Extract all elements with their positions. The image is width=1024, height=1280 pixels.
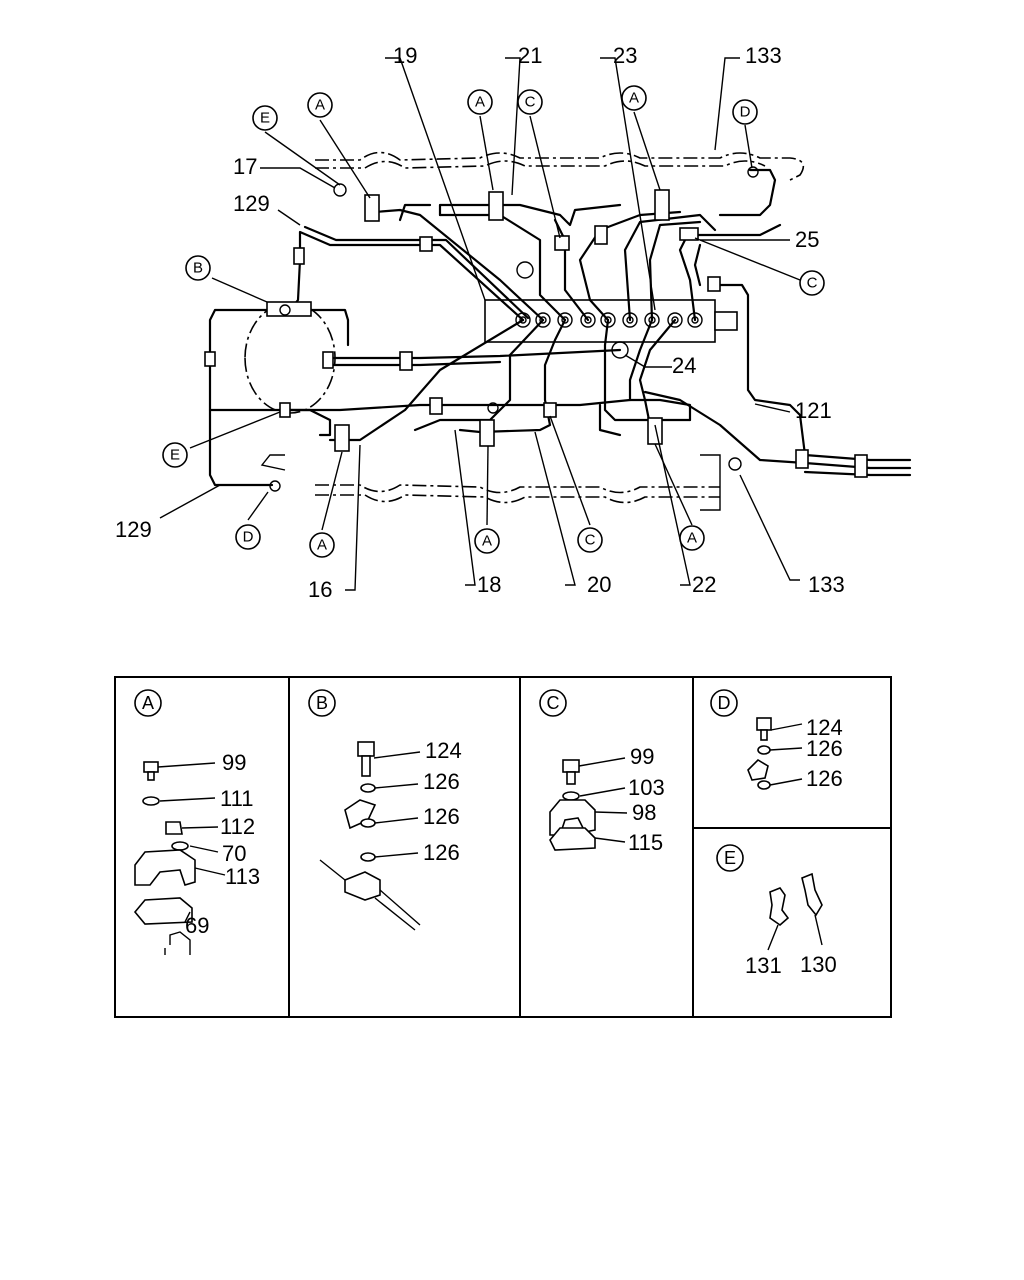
detail-b-part-124: 124 <box>425 738 462 763</box>
label-18: 18 <box>477 572 501 597</box>
detail-e-letter: E <box>724 848 736 868</box>
detail-a-part-69: 69 <box>185 913 209 938</box>
circled-callouts: A E A C A D B C E D A A C A <box>162 85 825 558</box>
detail-box-e: E 131 130 <box>716 844 837 978</box>
detail-e-part-131: 131 <box>745 953 782 978</box>
clamps <box>204 166 868 492</box>
label-129-bottom: 129 <box>115 517 152 542</box>
label-25: 25 <box>795 227 819 252</box>
label-22: 22 <box>692 572 716 597</box>
leader-lines <box>159 57 801 591</box>
label-23: 23 <box>613 43 637 68</box>
detail-d-part-126-2: 126 <box>806 766 843 791</box>
detail-d-part-124: 124 <box>806 715 843 740</box>
injection-pump <box>484 261 738 359</box>
detail-c-part-98: 98 <box>632 800 656 825</box>
callout-c-2: C <box>807 275 818 292</box>
detail-box-a: A 99 111 112 70 113 69 <box>133 689 260 955</box>
fuel-pipes <box>208 168 912 487</box>
callout-e-2: E <box>170 447 180 464</box>
label-17: 17 <box>233 154 257 179</box>
detail-box-b: B 124 126 126 126 <box>308 689 462 931</box>
detail-a-part-99: 99 <box>222 750 246 775</box>
detail-c-letter: C <box>547 693 560 713</box>
callout-a-1: A <box>315 97 325 114</box>
detail-a-part-113: 113 <box>225 864 260 889</box>
label-21: 21 <box>518 43 542 68</box>
detail-b-part-126-3: 126 <box>423 840 460 865</box>
callout-a-3: A <box>629 90 639 107</box>
label-121: 121 <box>795 398 832 423</box>
detail-b-letter: B <box>316 693 328 713</box>
callout-a-2: A <box>475 94 485 111</box>
detail-box-d: D 124 126 126 <box>710 689 843 791</box>
label-24: 24 <box>672 353 696 378</box>
detail-c-part-115: 115 <box>628 830 663 855</box>
detail-b-part-126-1: 126 <box>423 769 460 794</box>
detail-a-letter: A <box>142 693 154 713</box>
callout-d-2: D <box>243 529 254 546</box>
detail-d-letter: D <box>718 693 731 713</box>
callout-a-5: A <box>482 533 492 550</box>
label-133-bottom: 133 <box>808 572 845 597</box>
detail-c-part-103: 103 <box>628 775 665 800</box>
detail-d-part-126-1: 126 <box>806 736 843 761</box>
label-20: 20 <box>587 572 611 597</box>
callout-c-1: C <box>525 94 536 111</box>
label-129-top: 129 <box>233 191 270 216</box>
callout-a-6: A <box>687 530 697 547</box>
main-part-numbers: 19 21 23 133 17 129 25 24 121 129 16 18 … <box>115 43 845 602</box>
label-19: 19 <box>393 43 417 68</box>
callout-a-4: A <box>317 537 327 554</box>
callout-c-3: C <box>585 532 596 549</box>
callout-b-1: B <box>193 260 203 277</box>
detail-a-part-111: 111 <box>220 786 253 811</box>
label-133-top: 133 <box>745 43 782 68</box>
detail-a-part-112: 112 <box>220 814 255 839</box>
detail-c-part-99: 99 <box>630 744 654 769</box>
callout-e-1: E <box>260 110 270 127</box>
detail-e-part-130: 130 <box>800 952 837 977</box>
detail-box-c: C 99 103 98 115 <box>539 689 665 855</box>
callout-d-1: D <box>740 104 751 121</box>
detail-a-part-70: 70 <box>222 841 246 866</box>
detail-box-frame <box>114 676 892 1018</box>
detail-b-part-126-2: 126 <box>423 804 460 829</box>
label-16: 16 <box>308 577 332 602</box>
